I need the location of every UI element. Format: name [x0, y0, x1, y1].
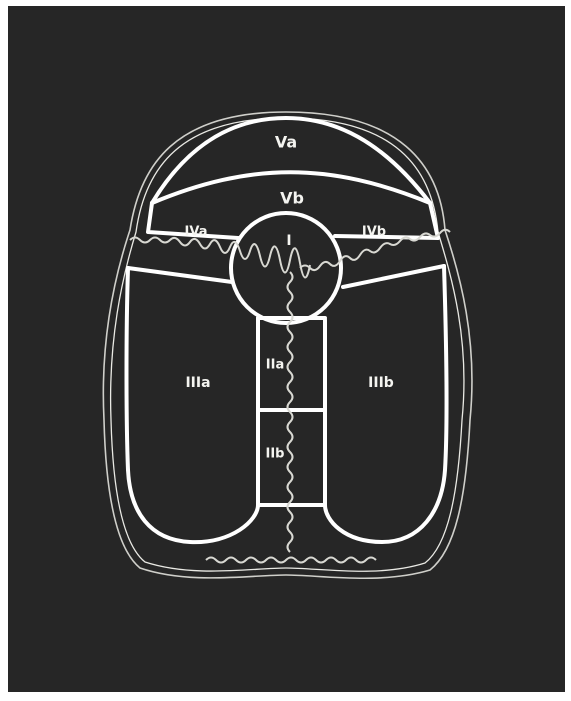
label-iiib: IIIb	[368, 375, 394, 391]
label-iib: IIb	[266, 447, 285, 462]
label-iia: IIa	[266, 358, 284, 373]
label-i: I	[286, 233, 291, 249]
label-va: Va	[275, 133, 297, 152]
label-iiia: IIIa	[185, 375, 210, 391]
dark-background	[8, 6, 565, 692]
label-ivb: IVb	[362, 225, 386, 240]
label-iva: IVa	[185, 225, 208, 240]
label-vb: Vb	[280, 189, 304, 208]
